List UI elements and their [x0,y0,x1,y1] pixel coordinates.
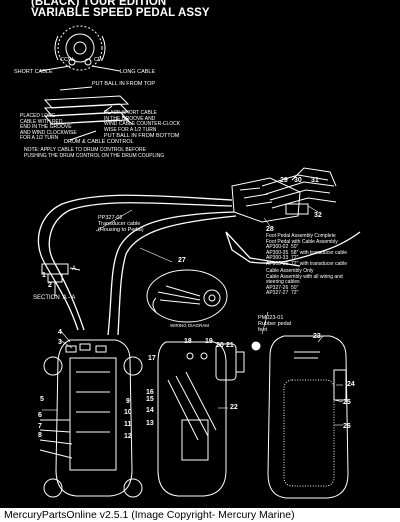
callout-15: 15 [146,396,154,403]
transducer-cable-label: PP327-02 Transducer cable (Housing to Pe… [98,215,144,234]
long-cable-label: LONG CABLE [120,69,156,75]
drum-top-view [39,25,121,72]
callout-7: 7 [38,423,42,430]
callout-11: 11 [124,421,132,428]
cw-label: CW [94,57,104,63]
exploded-parts-diagram: (BLACK) TOUR EDITION VARIABLE SPEED PEDA… [0,0,400,508]
callout-17: 17 [148,355,156,362]
callout-26: 26 [343,423,351,430]
callout-22: 22 [230,404,238,411]
callout-23: 23 [313,333,321,340]
note-label: NOTE: APPLY CABLE TO DRUM CONTROL BEFORE… [24,147,165,159]
callout-5: 5 [40,396,44,403]
short-cable-label: SHORT CABLE [14,69,53,75]
callout-29: 29 [280,177,288,184]
cable-assembly-label: Cable Assembly Only Cable Assembly with … [266,268,343,297]
rubber-pedal-feet-label: PM023-01 Rubber pedal feet [258,315,292,334]
connector-housing [231,167,337,223]
diagram-title-line1: (BLACK) TOUR EDITION [31,0,167,8]
foot-pedal-assembly-label: Foot Pedal Assembly Complete Foot Pedal … [266,233,347,267]
callout-19: 19 [205,338,213,345]
placed-long-label: PLACED LONG CABLE WITH RED END IN THE GR… [20,113,77,142]
callout-6: 6 [38,412,42,419]
callout-9: 9 [126,398,130,405]
pedal-bottom-view [39,339,143,498]
callout-28: 28 [266,226,274,233]
wiring-diagram [146,269,228,323]
callout-18: 18 [184,338,192,345]
pedal-internal-view [157,341,245,497]
diagram-title-line2: VARIABLE SPEED PEDAL ASSY [31,7,210,19]
diagram-drawing [37,25,361,499]
callout-30: 30 [294,177,302,184]
drum-control-label: DRUM & CABLE CONTROL [64,139,134,145]
callout-12: 12 [124,433,132,440]
callout-25: 25 [343,399,351,406]
cable-runs [37,194,361,336]
ccw-label: CCW [60,57,74,63]
callout-32: 32 [314,212,322,219]
callout-1: 1 [42,272,46,279]
callout-4: 4 [58,329,62,336]
section-a-marker: A [72,266,77,272]
callout-31: 31 [311,177,319,184]
put-ball-bottom-label: PUT BALL IN FROM BOTTOM [104,133,180,139]
callout-13: 13 [146,420,154,427]
put-ball-top-label: PUT BALL IN FROM TOP [92,81,156,87]
drum-side-view [43,86,133,141]
section-a-a-label: SECTION A - A [33,295,76,301]
pedal-top-view [251,335,349,499]
callout-16: 16 [146,389,154,396]
callout-24: 24 [347,381,355,388]
callout-8: 8 [38,432,42,439]
place-short-label: PLACE SHORT CABLE IN THE GROOVE AND WIND… [104,110,181,133]
callout-21: 21 [226,342,234,349]
leader-lines [42,205,344,426]
callout-14: 14 [146,407,154,414]
callout-20: 20 [216,342,224,349]
image-copyright-caption: MercuryPartsOnline v2.5.1 (Image Copyrig… [4,509,295,521]
callout-10: 10 [124,409,132,416]
callout-2: 2 [48,282,52,289]
section-a-a [41,263,81,296]
wiring-diagram-label: WIRING DIAGRAM [170,323,209,328]
callout-3: 3 [58,339,62,346]
callout-27: 27 [178,257,186,264]
